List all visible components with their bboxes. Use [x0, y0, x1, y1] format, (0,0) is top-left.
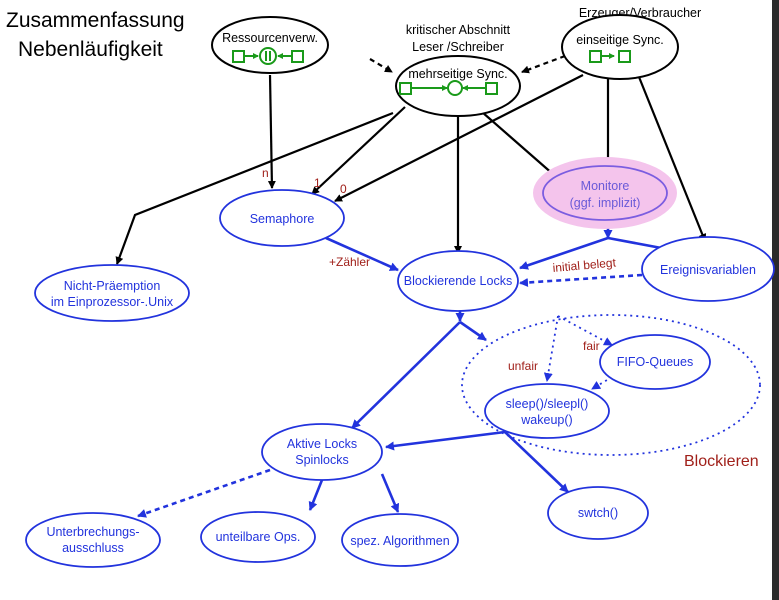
label-zaehler: +Zähler — [329, 255, 370, 269]
node-swtch: swtch() — [578, 506, 618, 520]
title-line-1: Zusammenfassung — [6, 9, 185, 32]
node-sleep-2: wakeup() — [520, 413, 572, 427]
label-n: n — [262, 166, 269, 180]
label-initial-belegt: initial belegt — [552, 255, 617, 275]
node-semaphore: Semaphore — [250, 212, 315, 226]
node-unterbrechung-2: ausschluss — [62, 541, 124, 555]
node-sleep-1: sleep()/sleepl() — [506, 397, 589, 411]
node-ressourcenverw: Ressourcenverw. — [211, 16, 329, 74]
node-aktive-locks-1: Aktive Locks — [287, 437, 357, 451]
node-unteilbare-ops: unteilbare Ops. — [216, 530, 301, 544]
single-sync-icon — [589, 50, 631, 63]
node-einseitige-sync: einseitige Sync. — [561, 14, 679, 80]
blue-node-shapes — [25, 157, 775, 568]
multi-sync-icon — [399, 80, 498, 96]
node-spez-algorithmen: spez. Algorithmen — [350, 534, 449, 548]
svg-text:mehrseitige Sync.: mehrseitige Sync. — [408, 67, 507, 81]
dotted-edges — [461, 314, 761, 456]
label-fair: fair — [583, 339, 600, 353]
node-nicht-praemption-2: im Einprozessor-.Unix — [51, 295, 174, 309]
label-unfair: unfair — [508, 359, 538, 373]
label-0: 0 — [340, 182, 347, 196]
group-label-blockieren: Blockieren — [684, 453, 759, 470]
multi-caption-2: Leser /Schreiber — [412, 40, 504, 54]
svg-text:einseitige Sync.: einseitige Sync. — [576, 33, 664, 47]
node-blockierende-locks: Blockierende Locks — [404, 274, 512, 288]
node-mehrseitige-sync: mehrseitige Sync. — [395, 55, 521, 117]
window-edge — [772, 0, 779, 600]
resource-sync-icon — [232, 47, 304, 65]
node-nicht-praemption-1: Nicht-Präemption — [64, 279, 161, 293]
node-aktive-locks-2: Spinlocks — [295, 453, 349, 467]
multi-caption-1: kritischer Abschnitt — [406, 23, 511, 37]
svg-text:Ressourcenverw.: Ressourcenverw. — [222, 31, 318, 45]
node-fifo-queues: FIFO-Queues — [617, 355, 693, 369]
title-line-2: Nebenläufigkeit — [18, 38, 163, 61]
node-monitore-1: Monitore — [581, 179, 630, 193]
node-ereignisvariablen: Ereignisvariablen — [660, 263, 756, 277]
black-edges — [115, 54, 707, 265]
label-1: 1 — [314, 176, 321, 190]
node-unterbrechung-1: Unterbrechungs- — [46, 525, 139, 539]
node-monitore-2: (ggf. implizit) — [570, 196, 641, 210]
